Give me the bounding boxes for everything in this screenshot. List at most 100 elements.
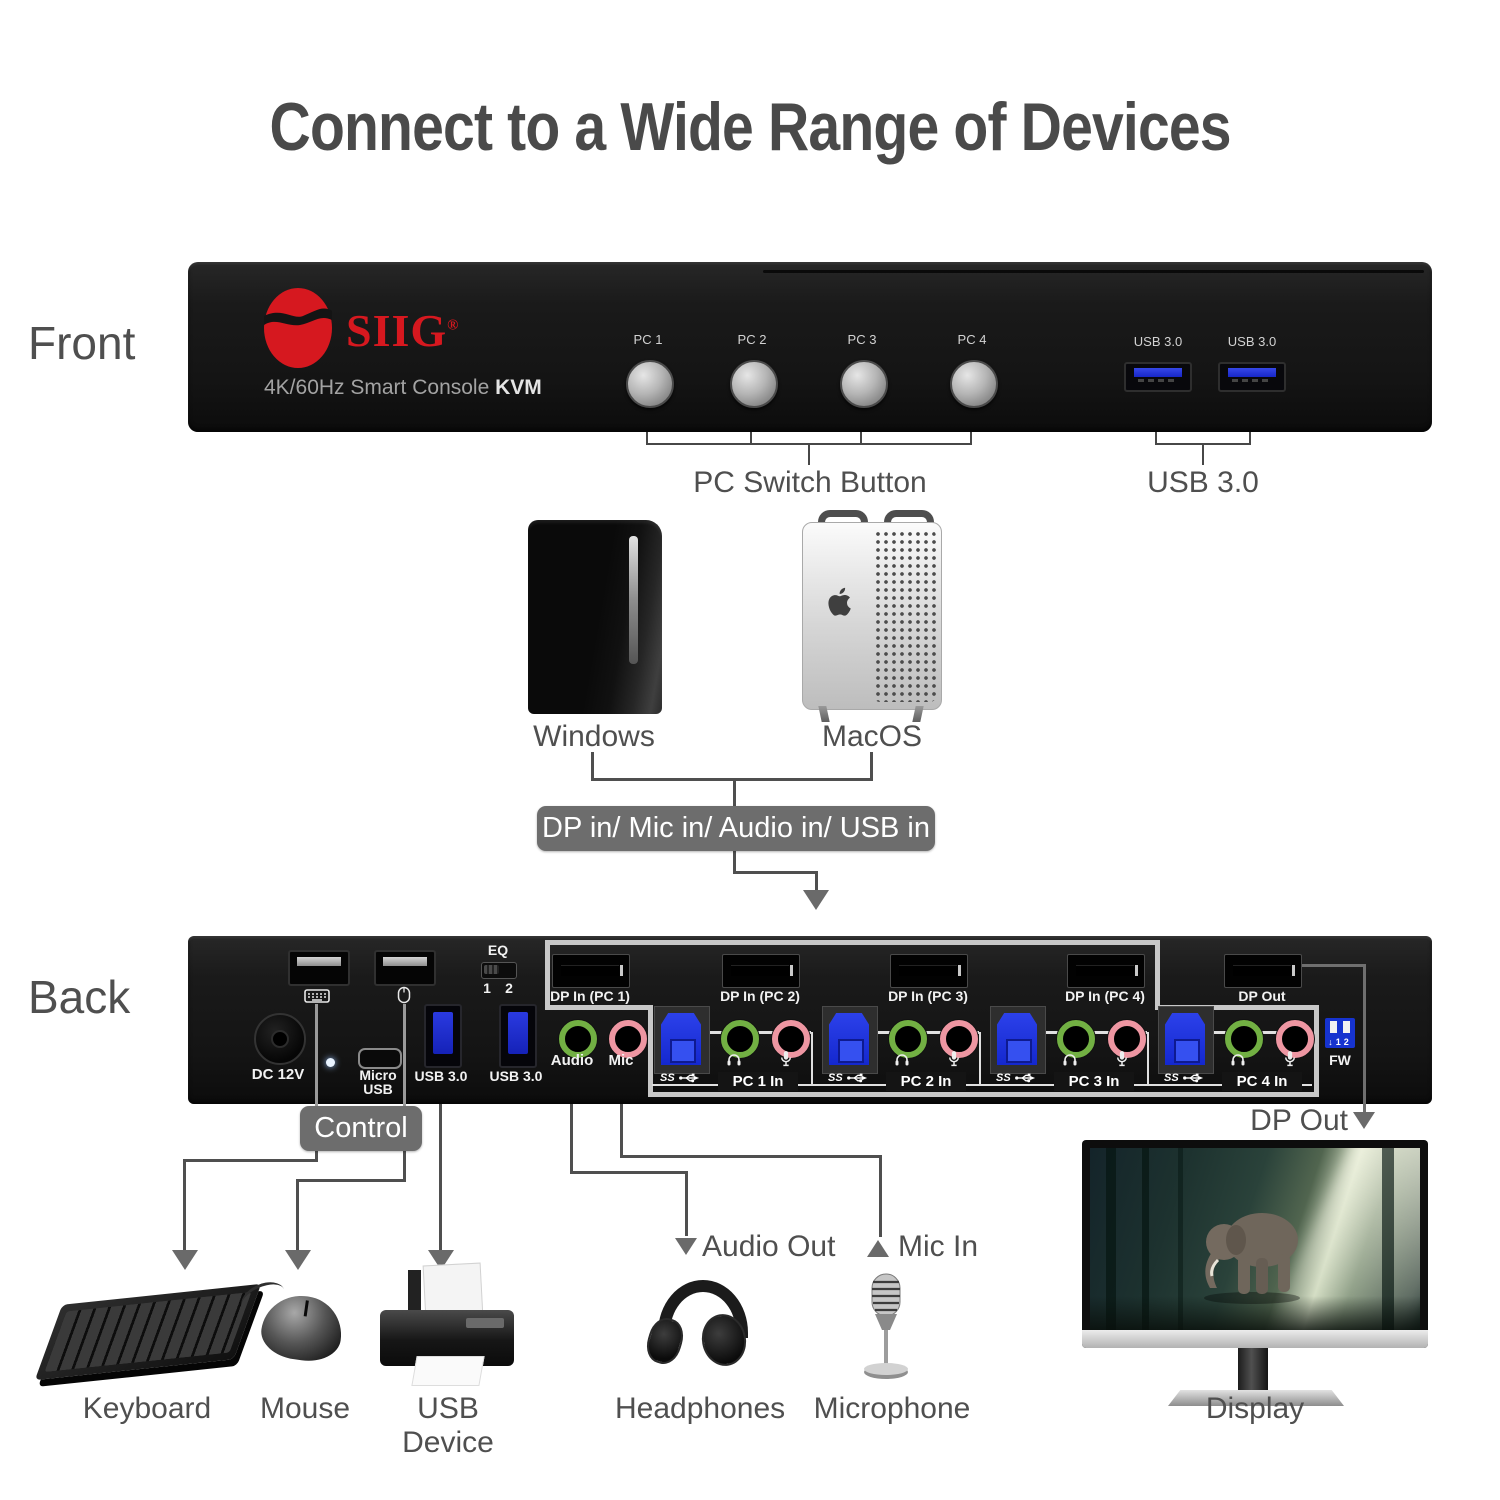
drive-bay (629, 536, 638, 664)
page-title: Connect to a Wide Range of Devices (269, 89, 1231, 165)
connector-line (815, 871, 818, 891)
product-name: 4K/60Hz Smart Console KVM (264, 376, 542, 399)
tree (1178, 1148, 1183, 1330)
highlight-outline (1314, 1005, 1319, 1097)
registered-mark: ® (447, 317, 460, 334)
eq-pos2: 2 (505, 980, 513, 996)
mic-icon (781, 1051, 791, 1067)
down-arrow-icon (172, 1250, 198, 1270)
dp-in-pc2-port (722, 954, 800, 988)
audio-callout-line (570, 1104, 573, 1174)
dp-in-pc4-label: DP In (PC 4) (1065, 988, 1145, 1004)
pc1-switch-button (626, 360, 674, 408)
back-usb3-label-2: USB 3.0 (489, 1068, 543, 1084)
dp-out-port-label: DP Out (1238, 988, 1286, 1004)
headphone-icon (895, 1054, 909, 1066)
headphone-icon (727, 1054, 741, 1066)
audio-label: Audio (550, 1052, 594, 1069)
eq-pos1: 1 (483, 980, 491, 996)
pc2-audio-jack (889, 1020, 927, 1058)
printer-paper-front (411, 1356, 485, 1386)
pc2-usb-b-port (822, 1006, 878, 1074)
bracket-line (646, 432, 648, 445)
front-section-label: Front (28, 317, 136, 369)
mouse-callout-line (296, 1179, 299, 1250)
pc3-switch-button (840, 360, 888, 408)
mic-callout-line (620, 1104, 623, 1158)
pc4-in-label: PC 4 In (1222, 1072, 1302, 1091)
dp-in-pc2-label: DP In (PC 2) (720, 988, 800, 1004)
dc-power-jack (254, 1013, 306, 1065)
superspeed-usb-icon: SS (996, 1072, 1036, 1084)
highlight-outline (545, 940, 550, 1010)
monitor-bezel (1082, 1330, 1428, 1348)
pc4-switch-button (950, 360, 998, 408)
back-section-label: Back (28, 971, 131, 1023)
eq-switch (481, 962, 517, 979)
headphone-icon (1063, 1054, 1077, 1066)
pc3-button-label: PC 3 (847, 332, 877, 347)
pc4-mic-jack (1276, 1020, 1314, 1058)
front-usb1-label: USB 3.0 (1133, 334, 1183, 349)
group-separator (1147, 1032, 1149, 1086)
console-audio-jack (559, 1020, 597, 1058)
fw-label: FW (1329, 1052, 1351, 1068)
mouse-label: Mouse (259, 1392, 351, 1425)
mic-in-label: Mic In (898, 1230, 979, 1263)
control-line (403, 1004, 406, 1108)
dp-in-pc4-port (1067, 954, 1145, 988)
pc1-in-label: PC 1 In (718, 1072, 798, 1091)
dp-in-pc3-port (890, 954, 968, 988)
bracket-line (1202, 443, 1204, 465)
pc2-switch-button (730, 360, 778, 408)
group-connector (707, 1031, 811, 1034)
pc3-audio-jack (1057, 1020, 1095, 1058)
display-label: Display (1205, 1392, 1305, 1425)
headphone-icon (1231, 1054, 1245, 1066)
microphone-image (864, 1273, 908, 1379)
connector-line (870, 752, 873, 781)
down-arrow-icon (675, 1238, 697, 1255)
keyboard-icon (304, 989, 330, 1003)
back-usb3-label-1: USB 3.0 (414, 1068, 468, 1084)
control-badge: Control (300, 1106, 422, 1151)
bracket-line (1155, 432, 1157, 445)
pc2-mic-jack (940, 1020, 978, 1058)
panel-seam (763, 270, 1424, 273)
front-usb2-port (1218, 362, 1286, 392)
highlight-outline (648, 1005, 653, 1097)
down-arrow-icon (285, 1250, 311, 1270)
keyboard-callout-line (315, 1151, 318, 1162)
mic-callout-line (879, 1155, 882, 1237)
mic-callout-line (620, 1155, 882, 1158)
mouse-callout-line (403, 1151, 406, 1182)
bracket-line (750, 432, 752, 445)
siig-logo-icon (264, 288, 332, 368)
monitor-frame (1082, 1140, 1428, 1348)
dc-label: DC 12V (251, 1066, 305, 1083)
highlight-outline (1155, 1005, 1319, 1010)
tree (1382, 1148, 1394, 1330)
mouse-callout-line (296, 1179, 406, 1182)
back-usb3-port-1 (424, 1004, 462, 1068)
mouse-usb-port (374, 950, 436, 986)
superspeed-usb-icon: SS (828, 1072, 868, 1084)
pc3-in-label: PC 3 In (1054, 1072, 1134, 1091)
pc1-button-label: PC 1 (633, 332, 663, 347)
tree (1142, 1148, 1149, 1330)
connector-line (733, 871, 818, 874)
pc3-usb-b-port (990, 1006, 1046, 1074)
front-usb2-label: USB 3.0 (1227, 334, 1277, 349)
tree (1106, 1148, 1116, 1330)
pc3-mic-jack (1108, 1020, 1146, 1058)
bracket-line (1249, 432, 1251, 445)
pc2-button-label: PC 2 (737, 332, 767, 347)
usb3-callout: USB 3.0 (1147, 466, 1259, 499)
pc4-audio-jack (1225, 1020, 1263, 1058)
connector-line (733, 778, 736, 808)
superspeed-usb-icon: SS (660, 1072, 700, 1084)
dp-out-callout-label: DP Out (1250, 1104, 1348, 1137)
down-arrow-icon (803, 890, 829, 910)
micro-usb-port (358, 1048, 402, 1069)
